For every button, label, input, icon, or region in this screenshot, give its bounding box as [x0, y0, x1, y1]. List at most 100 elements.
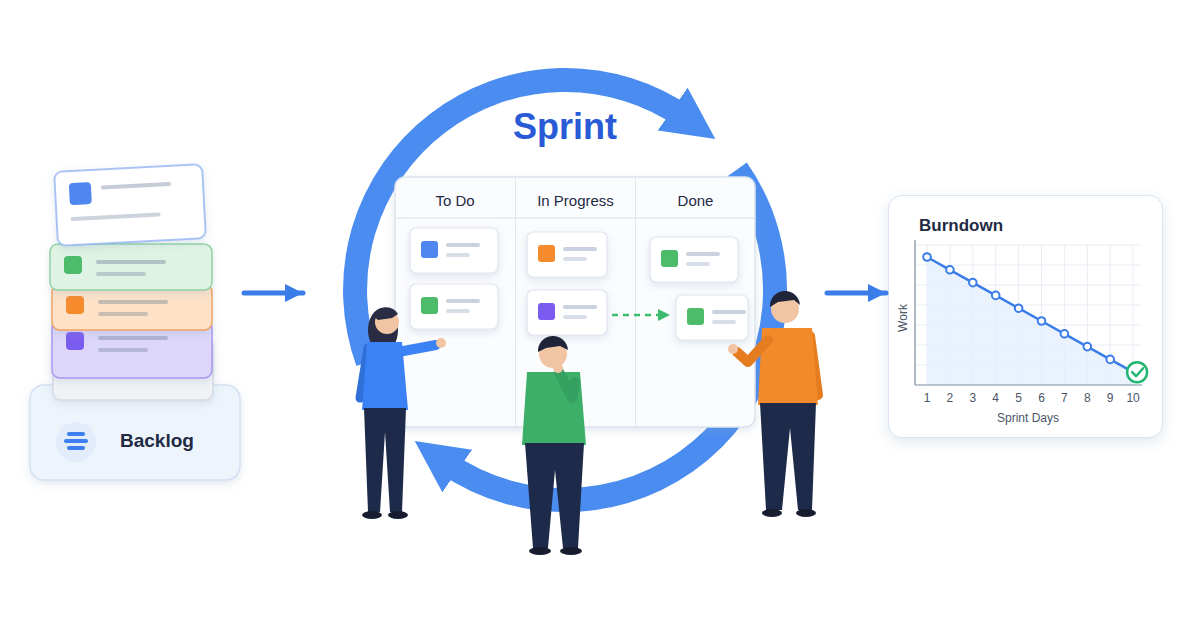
head [771, 295, 799, 323]
hand [728, 344, 738, 354]
backlog-card [54, 164, 206, 246]
card-body [52, 284, 212, 330]
node-title: In Progress [516, 192, 635, 209]
grid-line [995, 245, 996, 385]
legs [525, 443, 584, 548]
backlog-stack-node: Backlog [28, 160, 242, 482]
grid-line [1018, 245, 1019, 385]
board-column: To Do [395, 177, 515, 427]
head [539, 340, 567, 368]
shoe [560, 547, 582, 555]
arm [398, 345, 436, 352]
card-body [410, 228, 498, 273]
axis-tick: 6 [1038, 391, 1045, 405]
backlog-card [50, 244, 212, 290]
person-pointing [728, 291, 818, 517]
burndown-area [927, 257, 1133, 385]
done-check-circle [1127, 362, 1147, 382]
card-body [527, 290, 607, 335]
axis-title: Sprint Days [997, 411, 1059, 425]
data-point [923, 253, 931, 261]
task-card [527, 290, 607, 335]
kanban-board [395, 177, 755, 427]
node-title: Done [636, 192, 755, 209]
arm [737, 340, 768, 362]
backlog-icon [56, 422, 96, 462]
axis-tick: 9 [1107, 391, 1114, 405]
task-card [527, 232, 607, 277]
backlog-stack [30, 164, 240, 480]
backlog-base [30, 385, 240, 480]
card-line [686, 252, 720, 256]
hand [436, 338, 446, 348]
card-line [446, 253, 470, 257]
grid-line [1110, 245, 1111, 385]
card-body [53, 338, 213, 400]
torso [522, 372, 586, 445]
arm [810, 336, 818, 395]
backlog-icon-bar [67, 432, 85, 436]
y-axis [914, 240, 915, 385]
node-title: To Do [395, 192, 515, 209]
board-header-rule [395, 217, 755, 219]
grid-line [927, 245, 928, 385]
burndown-line [927, 257, 1133, 372]
task-card [410, 228, 498, 273]
grid-line [915, 285, 1142, 286]
grid-line [915, 245, 1142, 246]
cycle-arc [355, 80, 685, 362]
hair [368, 308, 398, 352]
grid-line [1064, 245, 1065, 385]
card-line [98, 300, 168, 304]
card-line [563, 257, 587, 261]
card-marker [421, 297, 438, 314]
card-line [98, 312, 148, 316]
backlog-icon-bar [67, 446, 85, 450]
legs [760, 403, 816, 510]
card-line [101, 182, 171, 190]
person-thinking [522, 336, 586, 555]
axis-tick: 7 [1061, 391, 1068, 405]
backlog-icon-bar [64, 439, 88, 443]
task-card [650, 237, 738, 282]
card-line [98, 336, 168, 340]
card-body [54, 164, 206, 246]
task-card [676, 295, 748, 340]
card-line [563, 305, 597, 309]
legs [364, 408, 406, 512]
card-marker [538, 245, 555, 262]
axis-tick: 5 [1015, 391, 1022, 405]
card-body [527, 232, 607, 277]
arm [559, 372, 575, 398]
data-point [946, 266, 954, 274]
card-body [676, 295, 748, 340]
card-marker [66, 296, 84, 314]
sprint-cycle: SprintTo DoIn ProgressDone [305, 70, 825, 520]
torso [362, 342, 408, 410]
card-line [96, 260, 166, 264]
node-title: Backlog [120, 430, 194, 452]
card-line [446, 299, 480, 303]
data-point [992, 292, 1000, 300]
card-body [650, 237, 738, 282]
card-line [686, 262, 710, 266]
backlog-card [53, 338, 213, 400]
card-line [98, 348, 148, 352]
shoe [388, 511, 408, 519]
burndown-chart [915, 240, 1147, 385]
shoe [362, 511, 382, 519]
grid-line [972, 245, 973, 385]
card-marker [661, 250, 678, 267]
card-marker [687, 308, 704, 325]
task-card [410, 284, 498, 329]
card-marker [538, 303, 555, 320]
card-line [563, 315, 587, 319]
hair [373, 307, 398, 320]
hair [770, 291, 800, 307]
shoe [529, 547, 551, 555]
axis-tick: 4 [992, 391, 999, 405]
board-column: Done [635, 177, 755, 427]
